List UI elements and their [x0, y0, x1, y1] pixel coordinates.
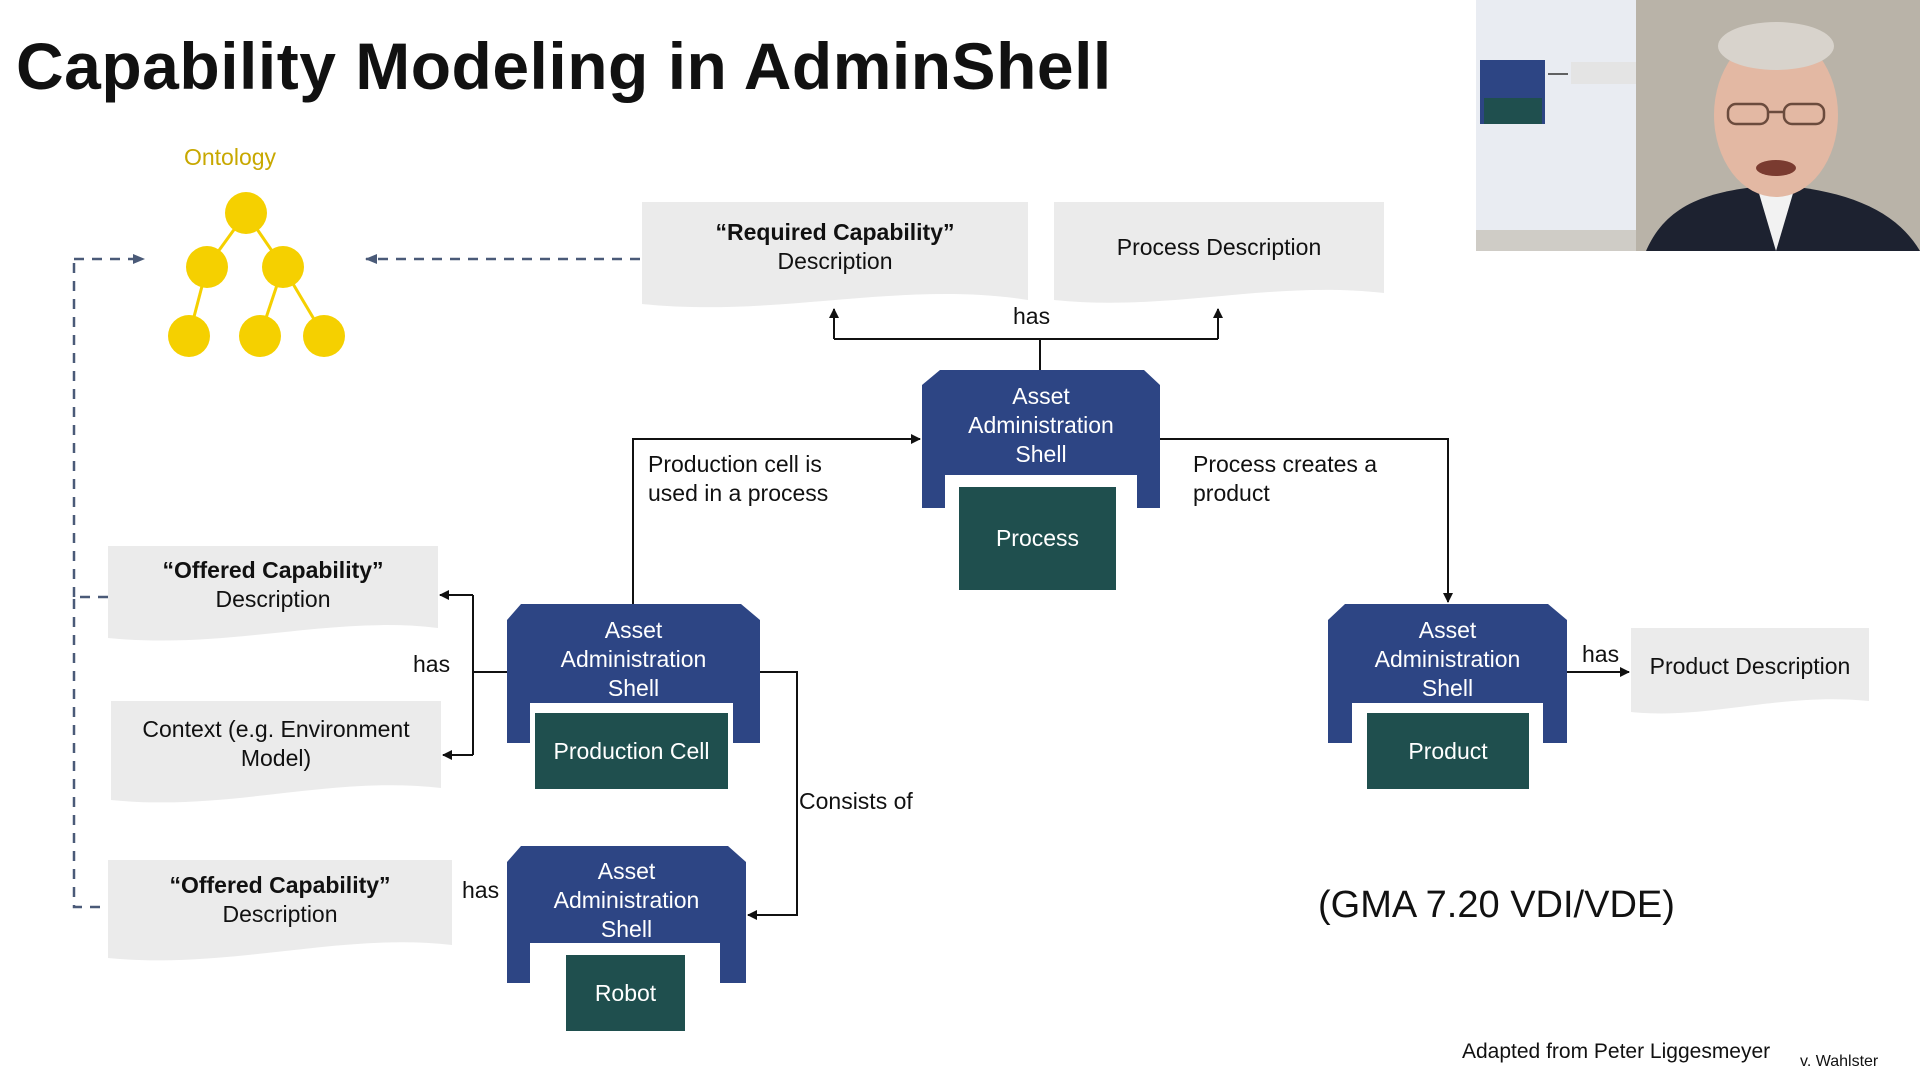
author-text: v. Wahlster [1800, 1053, 1879, 1070]
aas-shapes [507, 370, 1567, 983]
asset-process: Process [959, 487, 1116, 590]
process-creates-label-line1: Process creates a [1193, 451, 1378, 477]
product-description-text: Product Description [1649, 652, 1851, 679]
aas-robot-shape [507, 846, 746, 983]
has-robot-label: has [462, 877, 500, 903]
aas-product-shape [1328, 604, 1567, 743]
ontology-tree-icon [168, 192, 345, 357]
context-doc-shape [111, 701, 441, 803]
offered-capability-cell-doc-shape [108, 546, 438, 641]
ontology-label: Ontology [183, 144, 277, 170]
product-description-doc-shape [1631, 628, 1869, 714]
has-product-label: has [1582, 641, 1620, 667]
offered-capability-cell-doc: “Offered Capability” Description [108, 555, 438, 615]
offered-capability-robot-text: Description [222, 901, 338, 927]
cell-used-label-line1: Production cell is [648, 451, 822, 477]
has-top-label: has [1013, 303, 1051, 329]
context-doc: Context (e.g. Environment Model) [121, 712, 431, 776]
aas-robot-label: Asset Administration Shell [553, 858, 700, 942]
relation-lines [439, 308, 1630, 920]
offered-capability-robot-doc-shape [108, 860, 452, 961]
required-capability-title: “Required Capability” [715, 219, 955, 245]
offered-capability-robot-title: “Offered Capability” [169, 872, 391, 898]
aas-product-label: Asset Administration Shell [1374, 617, 1521, 701]
offered-capability-cell-text: Description [215, 586, 331, 612]
required-capability-text: Description [777, 248, 893, 274]
slide-title: Capability Modeling in AdminShell [16, 29, 1112, 103]
process-creates-label-line2: product [1193, 480, 1270, 506]
consists-of-label: Consists of [799, 788, 913, 814]
aas-process-label: Asset Administration Shell [968, 383, 1114, 467]
gma-reference-label: (GMA 7.20 VDI/VDE) [1318, 884, 1675, 926]
product-description-doc: Product Description [1631, 638, 1869, 694]
offered-capability-robot-doc: “Offered Capability” Description [108, 870, 452, 930]
required-capability-doc-shape [642, 202, 1028, 308]
asset-product: Product [1367, 713, 1529, 789]
aas-process-shape [922, 370, 1160, 508]
presenter-video [1476, 0, 1920, 251]
document-shapes [108, 202, 1869, 961]
has-cell-label: has [413, 651, 451, 677]
asset-production-cell: Production Cell [535, 713, 728, 789]
aas-production-cell-shape [507, 604, 760, 743]
asset-robot: Robot [566, 955, 685, 1031]
context-text: Context (e.g. Environment Model) [142, 716, 410, 771]
process-description-doc: Process Description [1054, 212, 1384, 282]
presenter-image [1476, 0, 1920, 251]
process-description-text: Process Description [1116, 233, 1322, 260]
process-description-doc-shape [1054, 202, 1384, 303]
cell-used-label-line2: used in a process [648, 480, 829, 506]
required-capability-doc: “Required Capability” Description [642, 212, 1028, 282]
offered-capability-cell-title: “Offered Capability” [162, 557, 384, 583]
aas-production-cell-label: Asset Administration Shell [560, 617, 707, 701]
credit-text: Adapted from Peter Liggesmeyer [1462, 1040, 1771, 1063]
ontology-dashed-links [72, 254, 640, 909]
